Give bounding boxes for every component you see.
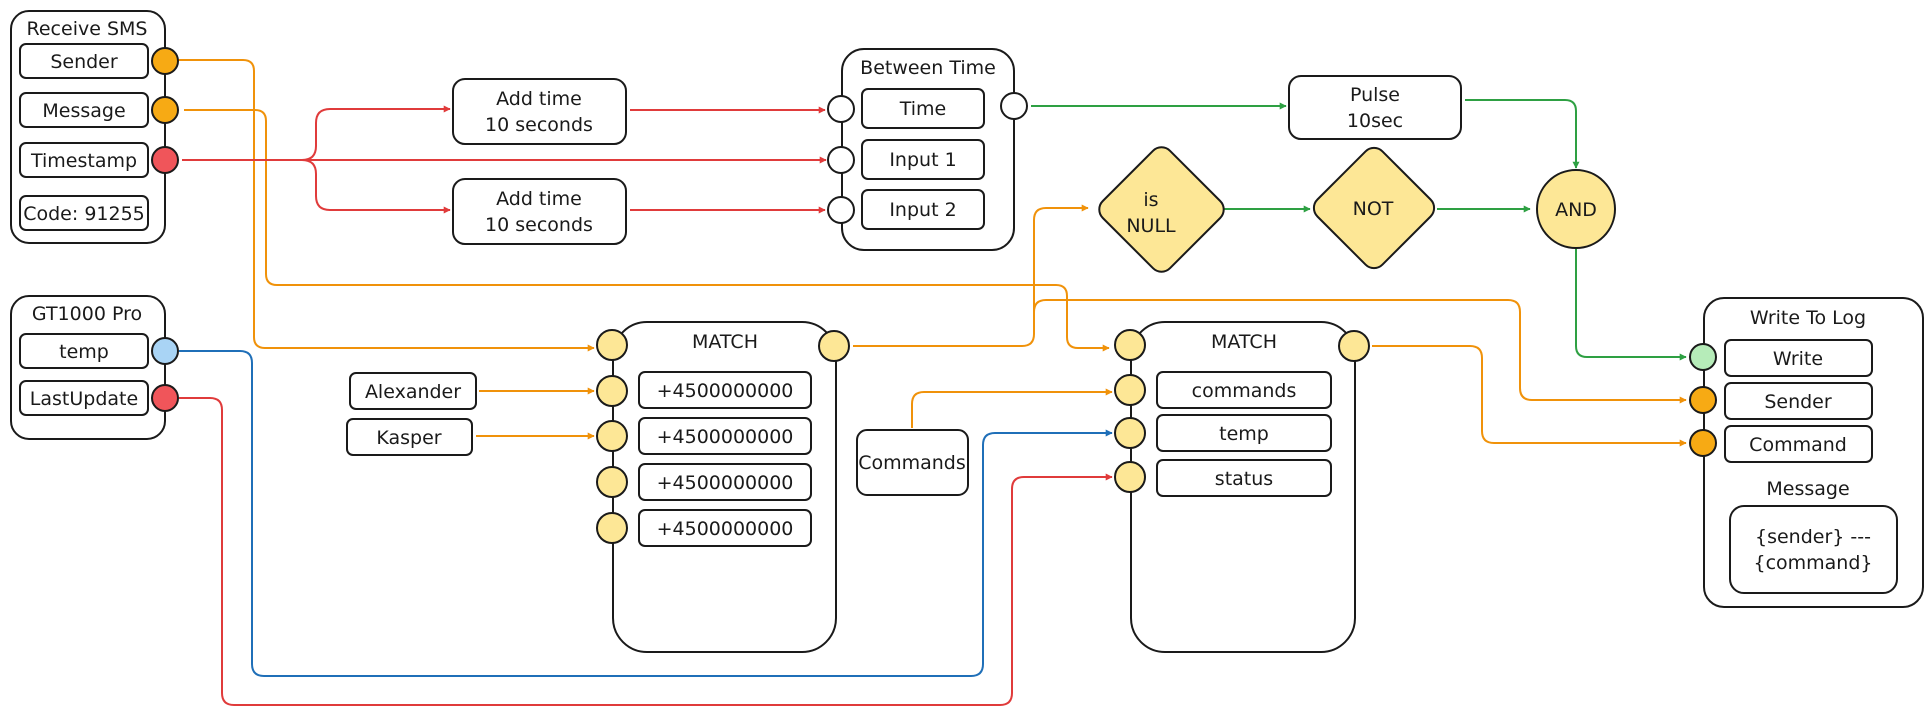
kasper-node[interactable]: Kasper <box>346 418 473 456</box>
receive-sms-title: Receive SMS <box>27 18 148 40</box>
timestamp-output-label: Timestamp <box>30 150 137 172</box>
match-1-value-port-2[interactable] <box>596 420 628 452</box>
commands-label: Commands <box>858 452 966 474</box>
write-input-label: Write <box>1773 348 1823 370</box>
log-command-input-port[interactable] <box>1689 429 1717 457</box>
between-time-title: Between Time <box>860 57 996 79</box>
between-time-input2-label: Input 2 <box>889 199 956 221</box>
wire-temp-to-match2 <box>179 350 1113 677</box>
input1-port[interactable] <box>827 146 855 174</box>
add-time-2-line1: Add time <box>496 188 582 210</box>
wire-match2-to-log-command <box>1372 345 1687 447</box>
match-2-output-port[interactable] <box>1338 330 1370 362</box>
match-1-value-4: +4500000000 <box>657 518 794 540</box>
match-node-1[interactable]: MATCH +4500000000 +4500000000 +450000000… <box>596 321 850 653</box>
wire-timestamp-to-addtime2 <box>182 159 451 214</box>
match-2-input-port[interactable] <box>1114 329 1146 361</box>
log-sender-input-label: Sender <box>1764 391 1832 413</box>
match-1-output-port[interactable] <box>818 330 850 362</box>
match-2-value-3: status <box>1215 468 1273 490</box>
match-2-title: MATCH <box>1211 331 1277 353</box>
wire-match1-to-log-sender <box>1033 299 1687 404</box>
is-null-line1: is <box>1143 189 1158 211</box>
sender-output-label: Sender <box>50 51 118 73</box>
not-gate-node[interactable]: NOT <box>1309 143 1439 273</box>
match-2-value-port-3[interactable] <box>1114 461 1146 493</box>
log-command-input-label: Command <box>1749 434 1847 456</box>
code-label: Code: 91255 <box>23 203 145 225</box>
log-sender-input-port[interactable] <box>1689 386 1717 414</box>
wire-message-to-match2 <box>184 109 1110 352</box>
timestamp-port[interactable] <box>151 146 179 174</box>
write-to-log-title: Write To Log <box>1750 307 1866 329</box>
log-message-template-line2: {command} <box>1753 552 1872 574</box>
receive-sms-node[interactable]: Receive SMS Sender Message Timestamp Cod… <box>10 10 179 244</box>
alexander-label: Alexander <box>365 381 461 403</box>
pulse-line1: Pulse <box>1350 84 1400 106</box>
alexander-node[interactable]: Alexander <box>349 372 477 410</box>
temp-output-label: temp <box>59 341 109 363</box>
add-time-2-line2: 10 seconds <box>485 214 593 236</box>
add-time-1-line2: 10 seconds <box>485 114 593 136</box>
match-1-title: MATCH <box>692 331 758 353</box>
kasper-label: Kasper <box>376 427 441 449</box>
between-time-output-port[interactable] <box>1000 92 1028 120</box>
match-1-value-2: +4500000000 <box>657 426 794 448</box>
message-port[interactable] <box>151 96 179 124</box>
log-message-template-line1: {sender} --- <box>1755 526 1871 548</box>
input2-port[interactable] <box>827 196 855 224</box>
gt1000-node[interactable]: GT1000 Pro temp LastUpdate <box>10 295 179 440</box>
match-1-value-3: +4500000000 <box>657 472 794 494</box>
is-null-node[interactable]: is NULL <box>1094 142 1228 276</box>
add-time-node-2[interactable]: Add time 10 seconds <box>452 178 627 245</box>
match-1-value-port-3[interactable] <box>596 466 628 498</box>
between-time-time-label: Time <box>899 98 947 120</box>
match-1-value-port-1[interactable] <box>596 375 628 407</box>
commands-node[interactable]: Commands <box>856 429 969 496</box>
match-2-value-port-1[interactable] <box>1114 374 1146 406</box>
wire-and-to-write <box>1575 248 1687 361</box>
match-1-value-1: +4500000000 <box>657 380 794 402</box>
pulse-line2: 10sec <box>1347 110 1403 132</box>
and-gate-label: AND <box>1555 199 1597 221</box>
wire-timestamp-to-addtime1 <box>182 105 451 161</box>
between-time-node[interactable]: Between Time Time Input 1 Input 2 <box>827 48 1028 251</box>
sender-port[interactable] <box>151 47 179 75</box>
log-message-label: Message <box>1766 478 1849 500</box>
between-time-input1-label: Input 1 <box>889 149 956 171</box>
lastupdate-output-label: LastUpdate <box>30 388 138 410</box>
wire-match1-to-isnull <box>853 204 1089 347</box>
match-2-value-2: temp <box>1219 423 1269 445</box>
temp-port[interactable] <box>151 337 179 365</box>
wire-pulse-to-and <box>1465 99 1580 169</box>
pulse-node[interactable]: Pulse 10sec <box>1288 75 1462 140</box>
match-node-2[interactable]: MATCH commands temp status <box>1114 321 1370 653</box>
add-time-1-line1: Add time <box>496 88 582 110</box>
wire-commands-to-match2 <box>911 388 1113 428</box>
wire-lastupdate-to-match2 <box>179 397 1113 706</box>
time-input-port[interactable] <box>827 95 855 123</box>
match-2-value-1: commands <box>1192 380 1297 402</box>
lastupdate-port[interactable] <box>151 384 179 412</box>
is-null-line2: NULL <box>1126 215 1176 237</box>
message-output-label: Message <box>42 100 125 122</box>
gt1000-title: GT1000 Pro <box>32 303 142 325</box>
not-gate-label: NOT <box>1353 198 1394 220</box>
write-to-log-node[interactable]: Write To Log Write Sender Command Messag… <box>1689 297 1924 608</box>
and-gate-node[interactable]: AND <box>1536 169 1616 249</box>
wire-sender-to-match1 <box>148 59 595 352</box>
match-1-input-port[interactable] <box>596 329 628 361</box>
write-input-port[interactable] <box>1689 343 1717 371</box>
match-2-value-port-2[interactable] <box>1114 417 1146 449</box>
add-time-node-1[interactable]: Add time 10 seconds <box>452 78 627 145</box>
match-1-value-port-4[interactable] <box>596 512 628 544</box>
